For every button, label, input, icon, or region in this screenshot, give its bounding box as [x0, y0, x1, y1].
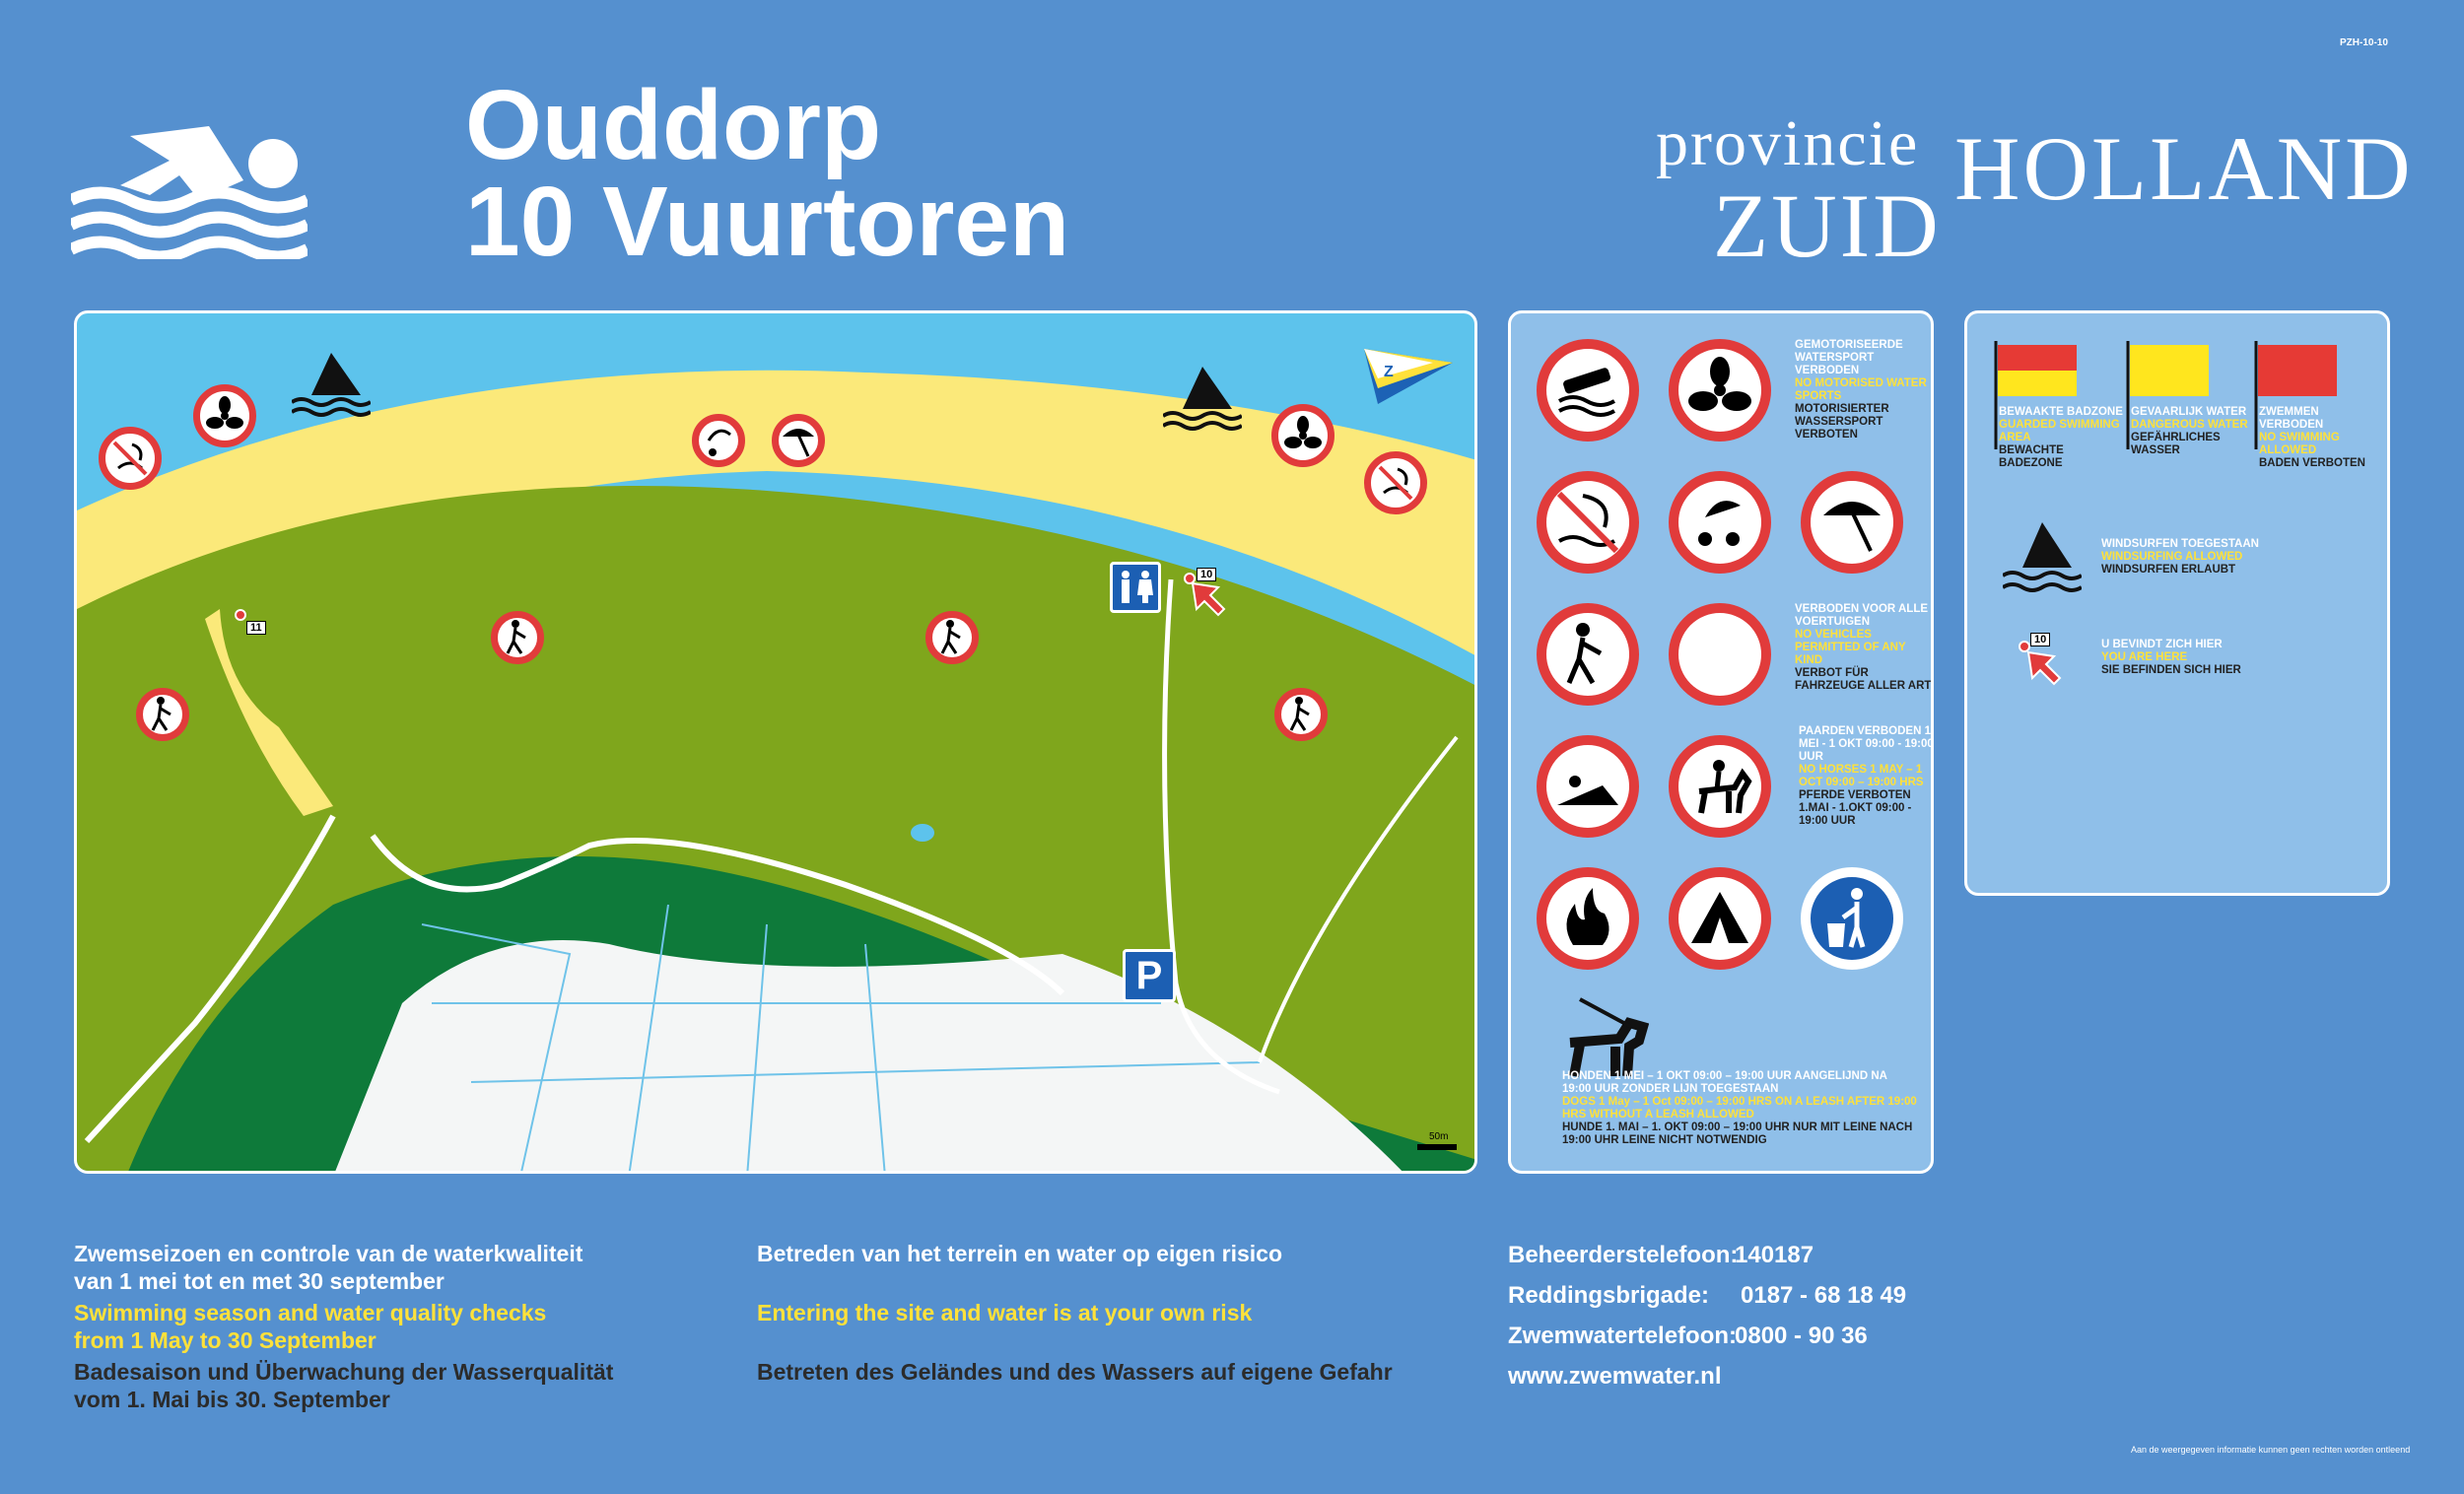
logo-zuid: ZUID: [1713, 175, 1942, 276]
no-kitesurf-sign: [1537, 471, 1639, 574]
map-no-umbrella-sign: [772, 414, 825, 467]
swimmer-icon: [71, 126, 308, 259]
no-horses-sign: [1669, 735, 1771, 838]
map-no-kitebuggy-sign: [692, 414, 745, 467]
map-no-walker-sign-3: [925, 611, 979, 664]
risk-info: Betreden van het terrein en water op eig…: [757, 1241, 1393, 1385]
map-no-motor-sign: [193, 384, 256, 447]
map-windsurf-icon: [292, 353, 371, 417]
point-10-marker: [1184, 573, 1196, 584]
map-no-walker-sign-4: [1274, 688, 1328, 741]
sign-code: PZH-10-10: [2340, 37, 2388, 48]
logo-provincie: provincie: [1656, 107, 1920, 179]
windsurf-icon: [2003, 522, 2082, 592]
no-umbrella-sign: [1801, 471, 1903, 574]
map-no-walker-sign-2: [491, 611, 544, 664]
legend-point-marker: [2019, 641, 2030, 652]
beach-map: Z P 11 10 50m: [74, 310, 1477, 1174]
map-no-kitesurf-sign-2: [1364, 451, 1427, 514]
water-phone: Zwemwatertelefoon:0800 - 90 36: [1508, 1322, 1868, 1349]
flag-red-icon: [2254, 341, 2337, 449]
website-link[interactable]: www.zwemwater.nl: [1508, 1362, 1722, 1390]
title-location: Ouddorp: [465, 70, 882, 180]
toilets-icon: [1110, 562, 1161, 613]
map-no-kitesurf-sign: [99, 427, 162, 490]
you-are-here-arrow-icon: [1191, 581, 1226, 617]
map-no-walker-sign: [136, 688, 189, 741]
page-title: Ouddorp 10 Vuurtoren: [465, 70, 1070, 277]
dog-leash-icon: [1569, 997, 1649, 1077]
flag-red-yellow-icon: [1994, 341, 2077, 449]
manager-phone: Beheerderstelefoon:140187: [1508, 1241, 1814, 1268]
point-10-label: 10: [1197, 568, 1217, 581]
map-scale-label: 50m: [1429, 1131, 1449, 1142]
no-camping-sign: [1669, 867, 1771, 970]
legend-point-label: 10: [2030, 633, 2051, 646]
no-kitebuggy-sign: [1669, 471, 1771, 574]
no-jetski-sign: [1537, 339, 1639, 441]
rescue-phone: Reddingsbrigade:0187 - 68 18 49: [1508, 1281, 1907, 1309]
map-no-motor-sign-2: [1271, 404, 1335, 467]
flag-yellow-icon: [2126, 341, 2209, 449]
map-windsurf-icon-2: [1163, 367, 1242, 431]
contact-info: Beheerderstelefoon:140187 Reddingsbrigad…: [1508, 1235, 1906, 1396]
legend-here-arrow-icon: [2026, 650, 2062, 686]
title-beach: 10 Vuurtoren: [465, 167, 1070, 277]
horses-label: PAARDEN VERBODEN 1 MEI - 1 OKT 09:00 - 1…: [1799, 725, 1934, 827]
no-vehicles-sign: [1669, 603, 1771, 706]
no-motorboat-sign: [1669, 339, 1771, 441]
svg-text:Z: Z: [1384, 364, 1394, 380]
logo-holland: HOLLAND: [1954, 118, 2414, 219]
season-info: Zwemseizoen en controle van de waterkwal…: [74, 1241, 614, 1412]
no-walker-sign: [1537, 603, 1639, 706]
point-11-label: 11: [246, 621, 266, 635]
no-sand-digging-sign: [1537, 735, 1639, 838]
no-fire-sign: [1537, 867, 1639, 970]
disclaimer: Aan de weergegeven informatie kunnen gee…: [2131, 1445, 2411, 1455]
litter-bin-sign: [1801, 867, 1903, 970]
zuid-holland-flag-icon: Z: [1364, 349, 1453, 404]
parking-icon: P: [1123, 949, 1176, 1002]
point-11-marker: [235, 609, 246, 621]
dogs-label: HONDEN 1 MEI – 1 OKT 09:00 – 19:00 UUR A…: [1562, 1070, 1917, 1146]
